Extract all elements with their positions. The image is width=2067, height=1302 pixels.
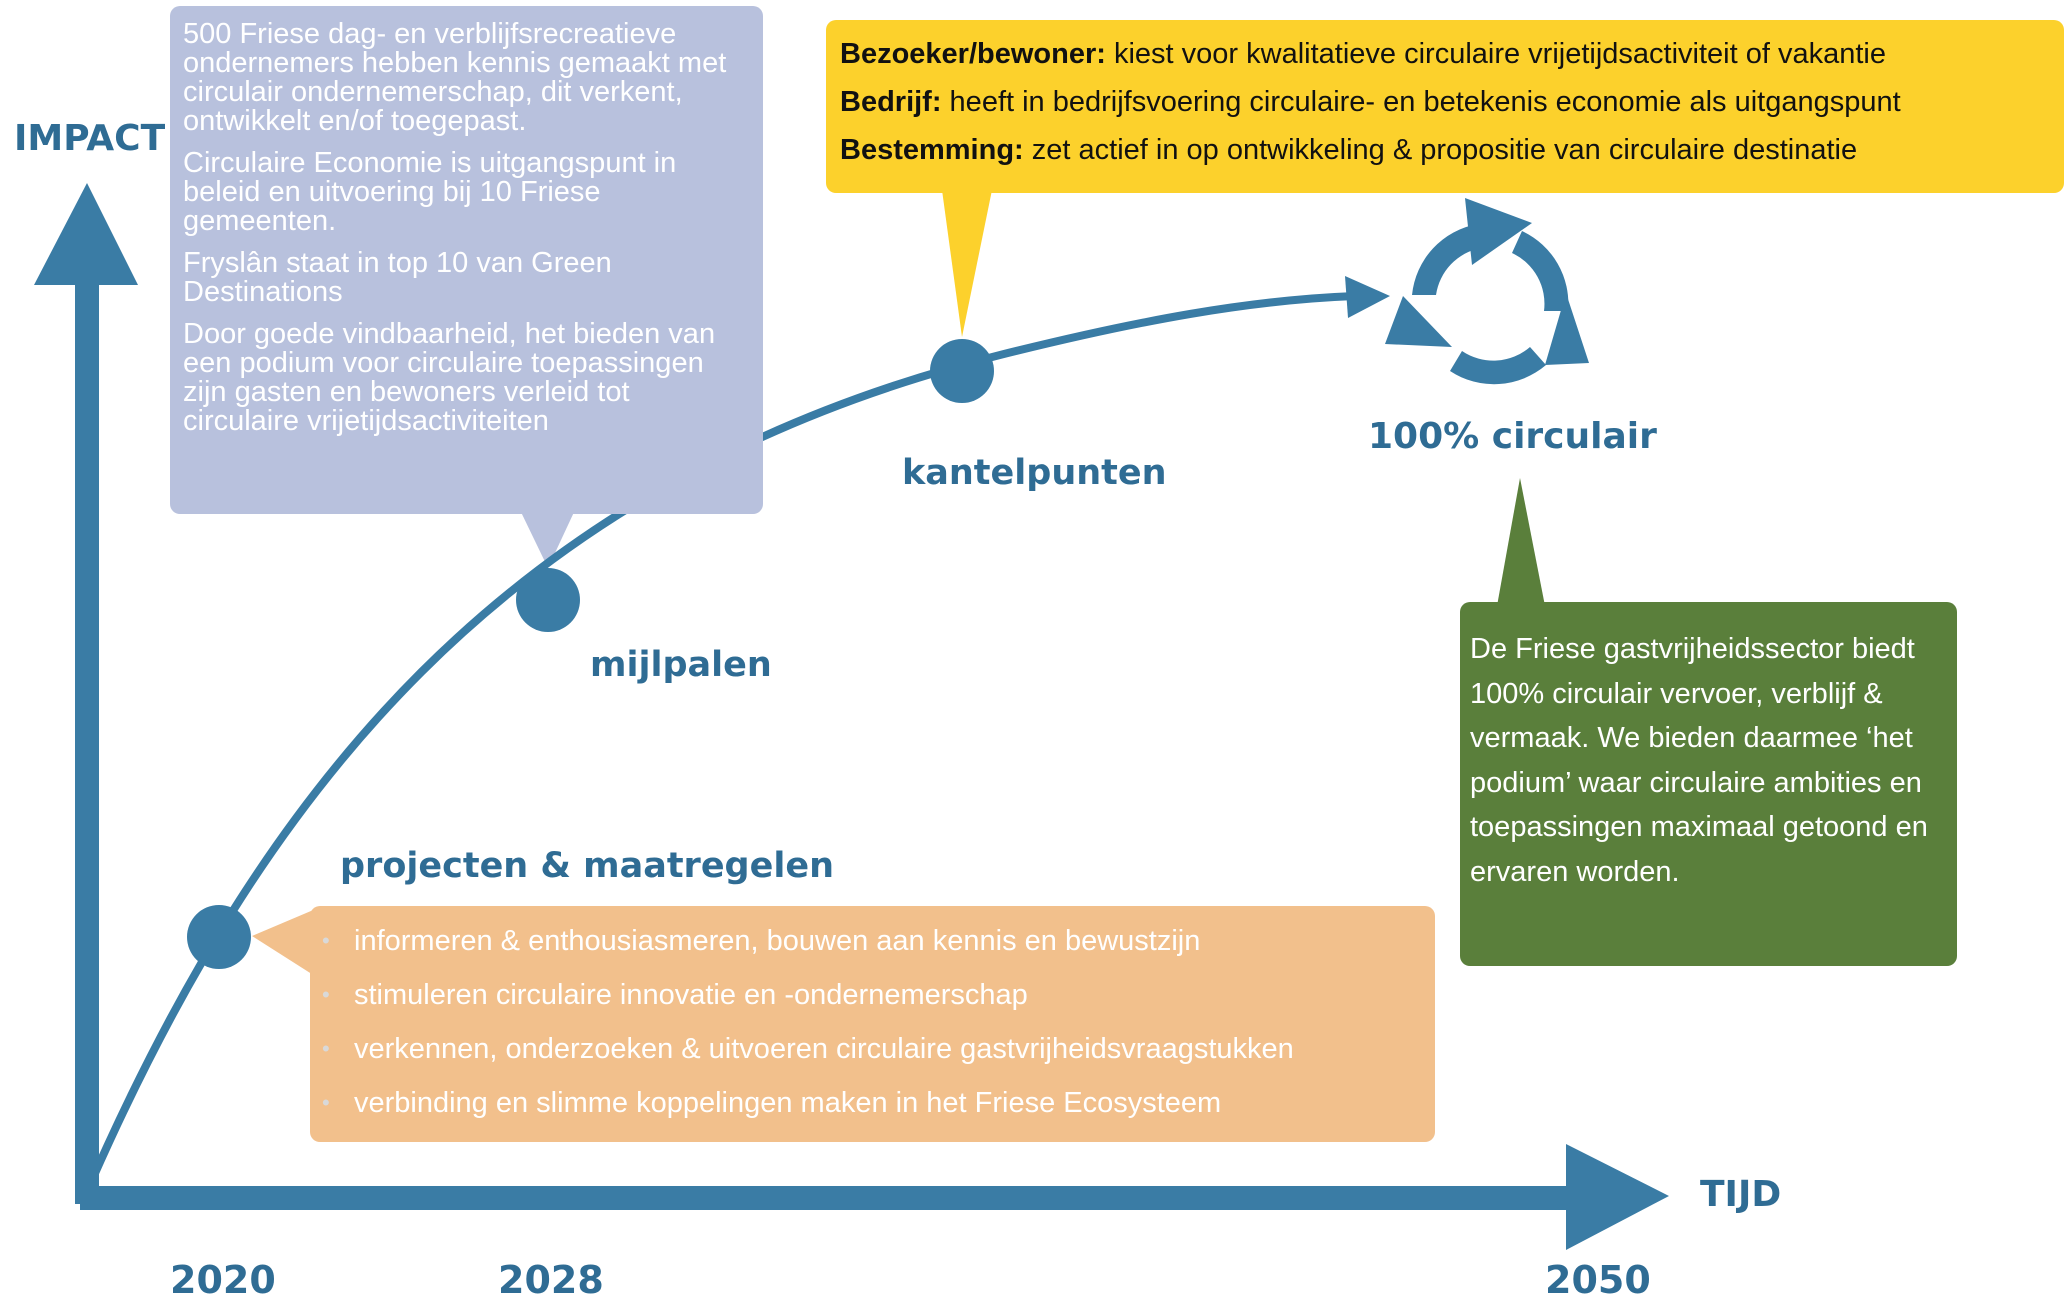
list-item: • verkennen, onderzoeken & uitvoeren circ… <box>322 1024 1435 1078</box>
project-item-text: informeren & enthousiasmeren, bouwen aan… <box>354 925 1201 957</box>
x-axis-label: TIJD <box>1700 1174 1782 1215</box>
y-axis-arrowhead <box>34 183 138 285</box>
recycle-icon <box>1385 198 1589 385</box>
project-item-text: verbinding en slimme koppelingen maken i… <box>354 1087 1222 1119</box>
kantelpunt-text: heeft in bedrijfsvoering circulaire- en … <box>941 86 1901 118</box>
kantelpunt-row: Bedrijf: heeft in bedrijfsvoering circul… <box>840 82 2050 130</box>
circular-callout-pointer <box>1497 478 1545 606</box>
x-axis-line <box>80 1186 1576 1210</box>
milestone-text: Circulaire Economie is uitgangspunt in b… <box>183 147 677 237</box>
year-label-2020: 2020 <box>170 1258 276 1302</box>
stage-label-projecten: projecten & maatregelen <box>340 846 834 886</box>
growth-curve-arrowhead <box>1345 276 1390 318</box>
projects-callout-pointer <box>252 908 318 978</box>
stage-label-mijlpalen: mijlpalen <box>590 645 772 685</box>
year-label-2028: 2028 <box>498 1258 604 1302</box>
kantelpunten-callout-pointer <box>942 190 992 337</box>
kantelpunten-callout: Bezoeker/bewoner: kiest voor kwalitatiev… <box>826 20 2064 193</box>
y-axis-line <box>75 276 99 1204</box>
project-item-text: stimuleren circulaire innovatie en -onde… <box>354 979 1028 1011</box>
list-item: • stimuleren circulaire innovatie en -ond… <box>322 970 1435 1024</box>
project-item-text: verkennen, onderzoeken & uitvoeren circu… <box>354 1033 1294 1065</box>
kantelpunt-row: Bestemming: zet actief in op ontwikkelin… <box>840 130 2050 178</box>
bullet-icon: • <box>322 1090 330 1115</box>
bullet-icon: • <box>322 982 330 1007</box>
milestones-callout-pointer <box>520 510 575 568</box>
milestone-text: 500 Friese dag- en verblijfsrecreatieve … <box>183 18 727 137</box>
year-label-2050: 2050 <box>1545 1258 1651 1302</box>
circular-callout: De Friese gastvrijheidssector biedt 100%… <box>1460 602 1957 966</box>
kantelpunt-row: Bezoeker/bewoner: kiest voor kwalitatiev… <box>840 34 2050 82</box>
stage-label-circulair: 100% circulair <box>1368 416 1657 457</box>
milestone-text: Door goede vindbaarheid, het bieden van … <box>183 318 716 437</box>
milestones-callout: 500 Friese dag- en verblijfsrecreatieve … <box>170 6 763 514</box>
x-axis-arrowhead <box>1566 1144 1669 1250</box>
marker-mijlpalen <box>516 568 580 632</box>
kantelpunt-term: Bedrijf: <box>840 86 942 118</box>
circular-callout-text: De Friese gastvrijheidssector biedt 100%… <box>1470 633 1928 888</box>
list-item: • verbinding en slimme koppelingen maken … <box>322 1078 1435 1132</box>
bullet-icon: • <box>322 928 330 953</box>
stage-label-kantelpunten: kantelpunten <box>902 453 1167 493</box>
kantelpunt-text: zet actief in op ontwikkeling & proposit… <box>1023 134 1858 166</box>
kantelpunt-term: Bestemming: <box>840 134 1024 166</box>
kantelpunt-term: Bezoeker/bewoner: <box>840 38 1106 70</box>
marker-2020 <box>187 905 251 969</box>
milestone-text: Fryslân staat in top 10 van Green Destin… <box>183 247 612 308</box>
list-item: • informeren & enthousiasmeren, bouwen aa… <box>322 916 1435 970</box>
y-axis-label: IMPACT <box>14 118 166 159</box>
projects-callout: • informeren & enthousiasmeren, bouwen aa… <box>310 906 1435 1142</box>
bullet-icon: • <box>322 1036 330 1061</box>
kantelpunt-text: kiest voor kwalitatieve circulaire vrije… <box>1105 38 1886 70</box>
marker-kantelpunten <box>930 339 994 403</box>
